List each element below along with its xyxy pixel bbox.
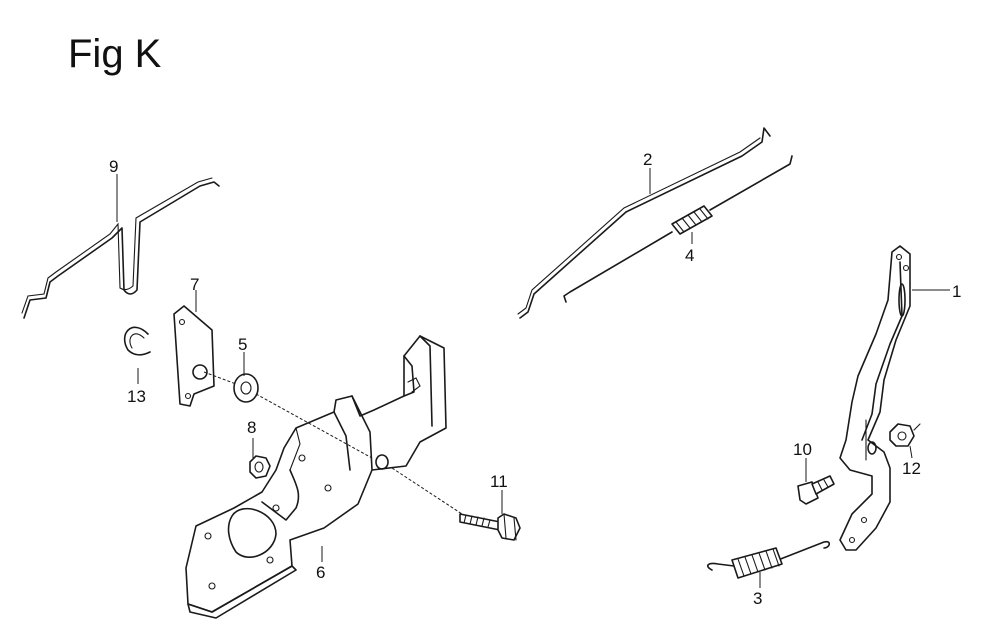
part-10-bolt [797, 475, 835, 505]
callout-10: 10 [793, 440, 812, 459]
leader-lines [116, 168, 950, 588]
part-2-rod [517, 127, 771, 319]
callout-4: 4 [685, 246, 694, 265]
part-1-lever [839, 245, 911, 551]
callout-3: 3 [753, 589, 762, 608]
callout-8: 8 [247, 418, 256, 437]
callout-6: 6 [316, 563, 325, 582]
part-7-plate [173, 305, 215, 407]
part-3-spring [706, 540, 831, 579]
part-6-control-bracket [185, 335, 447, 619]
callout-7: 7 [190, 275, 199, 294]
callout-13: 13 [127, 387, 146, 406]
assembly-lines [203, 371, 463, 515]
callout-5: 5 [238, 335, 247, 354]
part-8-nut [249, 455, 271, 479]
callout-11: 11 [490, 472, 508, 491]
part-5-washer [233, 373, 259, 403]
part-9-wire-rod [21, 177, 220, 319]
callout-2: 2 [643, 150, 652, 169]
callout-12: 12 [902, 459, 921, 478]
part-13-circlip [123, 326, 151, 356]
callout-1: 1 [952, 282, 961, 301]
part-11-bolt [459, 513, 521, 541]
callout-9: 9 [109, 157, 118, 176]
part-12-nut [889, 423, 921, 447]
callout-labels: 9 7 5 13 8 6 11 2 4 1 10 12 3 [109, 150, 961, 608]
part-4-spring-rod [563, 155, 793, 303]
figure-title: Fig K [68, 32, 162, 76]
